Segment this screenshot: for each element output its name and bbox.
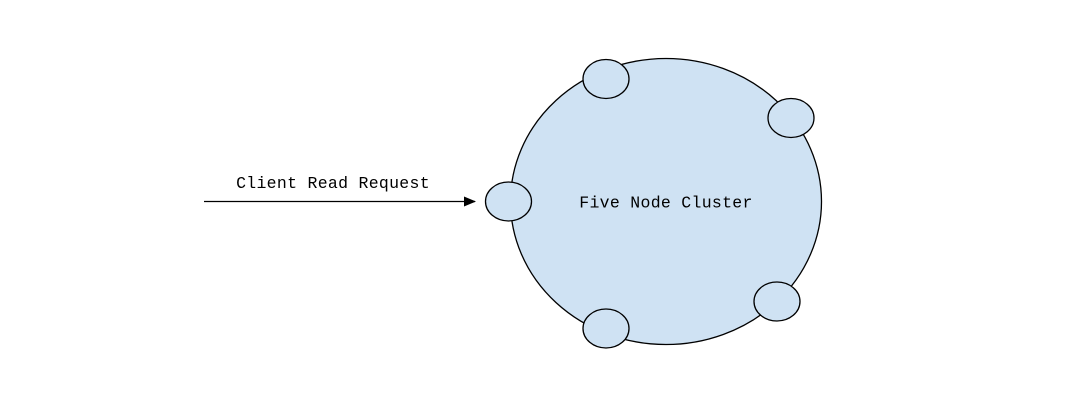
node-bottom (582, 308, 630, 349)
client-request-label: Client Read Request (236, 174, 430, 193)
node-top (582, 58, 630, 100)
node-left (484, 181, 533, 222)
node-bottom-right (753, 281, 801, 322)
cluster-label: Five Node Cluster (579, 194, 752, 213)
node-top-right (767, 97, 815, 139)
